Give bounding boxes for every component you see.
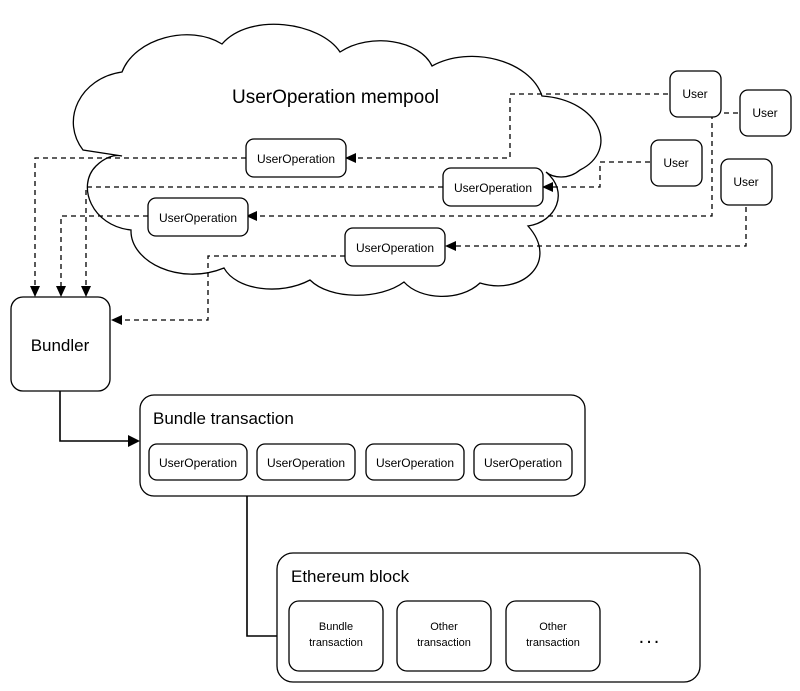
bundle-userop-1-label: UserOperation (159, 456, 237, 470)
user1-to-userop1-connector (352, 93, 668, 159)
user1-connector-arrowhead (345, 153, 356, 163)
block-transaction-2-line2: transaction (417, 637, 471, 649)
user-node-2-label: User (752, 106, 777, 120)
bundle-userop-3-box[interactable] (365, 443, 465, 481)
mempool-userop-1-box[interactable] (245, 138, 347, 178)
block-transaction-2-line1: Other (430, 621, 458, 633)
mempool-userop-1[interactable]: UserOperation (245, 138, 347, 178)
user4-connector-arrowhead (445, 241, 456, 251)
block-transaction-2[interactable]: Other transaction (396, 600, 492, 672)
user-node-1[interactable]: User (669, 70, 722, 118)
user4-to-userop4-connector (452, 207, 747, 247)
block-transaction-3[interactable]: Other transaction (505, 600, 601, 672)
ethereum-block-node[interactable]: Ethereum block Bundle transaction Other … (276, 552, 701, 683)
userop4-bundler-arrowhead (111, 315, 122, 325)
user-node-1-box[interactable] (669, 70, 722, 118)
block-transaction-1[interactable]: Bundle transaction (288, 600, 384, 672)
user3-to-userop2-connector (549, 161, 650, 188)
userop3-bundler-arrowhead (56, 286, 66, 297)
bundle-userop-1[interactable]: UserOperation (148, 443, 248, 481)
mempool-userop-4-label: UserOperation (356, 241, 434, 255)
mempool-userop-3-label: UserOperation (159, 211, 237, 225)
block-transaction-2-box[interactable] (396, 600, 492, 672)
user2-connector-arrowhead (246, 211, 257, 221)
bundler-to-bundle-connector (59, 391, 132, 442)
bundler-node[interactable]: Bundler (10, 296, 111, 392)
userop4-to-bundler-connector (118, 255, 345, 321)
bundle-userop-3-label: UserOperation (376, 456, 454, 470)
user-node-3-label: User (663, 156, 688, 170)
bundle-userop-2-box[interactable] (256, 443, 356, 481)
bundle-transaction-title: Bundle transaction (153, 409, 294, 428)
bundler-label: Bundler (31, 336, 90, 355)
user2-to-userop3-connector (253, 112, 738, 217)
mempool-userop-2[interactable]: UserOperation (442, 167, 544, 207)
block-transaction-1-box[interactable] (288, 600, 384, 672)
user-node-3[interactable]: User (650, 139, 703, 187)
user-node-4[interactable]: User (720, 158, 773, 206)
ethereum-block-title: Ethereum block (291, 567, 410, 586)
mempool-userop-4[interactable]: UserOperation (344, 227, 446, 267)
mempool-userop-3-box[interactable] (147, 197, 249, 237)
user-node-4-box[interactable] (720, 158, 773, 206)
user-node-2-box[interactable] (739, 89, 792, 137)
mempool-title: UserOperation mempool (232, 87, 439, 108)
mempool-userop-1-label: UserOperation (257, 152, 335, 166)
userop1-to-bundler-connector (34, 157, 246, 289)
block-transaction-1-line1: Bundle (319, 621, 353, 633)
block-ellipsis: ... (639, 626, 662, 648)
userop2-bundler-arrowhead (81, 286, 91, 297)
userop2-to-bundler-connector (85, 186, 443, 289)
user-node-2[interactable]: User (739, 89, 792, 137)
bundler-bundle-arrowhead (128, 435, 140, 447)
mempool-userop-2-label: UserOperation (454, 181, 532, 195)
bundle-userop-2[interactable]: UserOperation (256, 443, 356, 481)
bundle-to-block-connector (246, 496, 281, 637)
bundle-userop-4-label: UserOperation (484, 456, 562, 470)
bundle-userop-4-box[interactable] (473, 443, 573, 481)
block-transaction-3-line1: Other (539, 621, 567, 633)
mempool-userop-3[interactable]: UserOperation (147, 197, 249, 237)
user-node-1-label: User (682, 87, 707, 101)
user3-connector-arrowhead (542, 182, 553, 192)
userop1-bundler-arrowhead (30, 286, 40, 297)
bundle-userop-2-label: UserOperation (267, 456, 345, 470)
mempool-userop-4-box[interactable] (344, 227, 446, 267)
block-transaction-3-box[interactable] (505, 600, 601, 672)
mempool-userop-2-box[interactable] (442, 167, 544, 207)
block-transaction-3-line2: transaction (526, 637, 580, 649)
userop3-to-bundler-connector (60, 215, 148, 289)
user-node-4-label: User (733, 175, 758, 189)
bundle-userop-1-box[interactable] (148, 443, 248, 481)
bundle-userop-4[interactable]: UserOperation (473, 443, 573, 481)
block-transaction-1-line2: transaction (309, 637, 363, 649)
bundle-transaction-node[interactable]: Bundle transaction UserOperation UserOpe… (139, 394, 586, 497)
bundle-userop-3[interactable]: UserOperation (365, 443, 465, 481)
user-node-3-box[interactable] (650, 139, 703, 187)
